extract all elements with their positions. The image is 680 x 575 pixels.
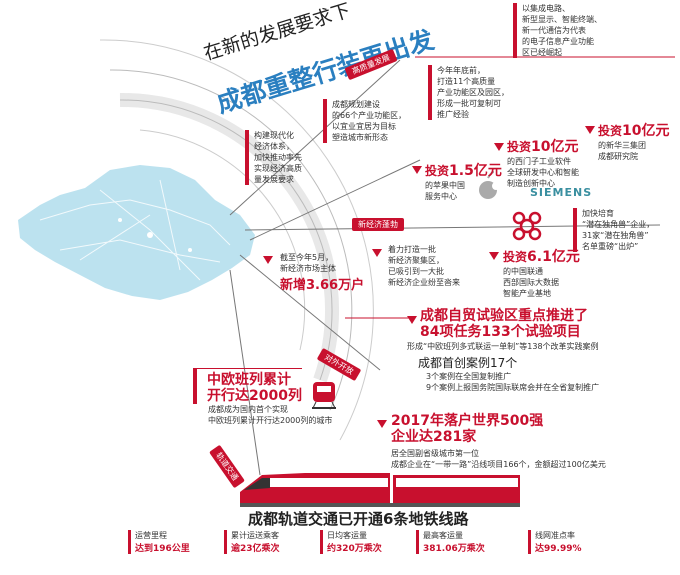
arc-rings [99,39,374,441]
ftz-note: 形成“中欧班列多式联运一单制”等138个改革实践案例 [407,342,599,351]
pointer-fortune500 [377,420,387,428]
pointer-market [263,256,273,264]
pointer-ftz [407,316,417,324]
stat-peak-ridership: 最高客运量 381.06万乘次 [416,530,485,554]
stat-daily-ridership: 日均客运量 约320万乘次 [320,530,382,554]
functional-zones-text: 成都规划建设 的66个产业功能区， 以宜业宜居为目标 塑造城市新形态 [323,99,406,143]
siemens-investment: 投资10亿元 的西门子工业软件 全球研发中心和智能 制造创新中心 [507,139,579,188]
pointer-apple [412,166,422,174]
modern-industry-text: 构建现代化 经济体系， 加快推动率先 实现经济高质 量发展要求 [245,130,302,185]
clusters-text: 着力打造一批 新经济聚集区， 已吸引到一大批 新经济企业纷至沓来 [388,245,460,287]
unicom-investment: 投资6.1亿元 的中国联通 西部国际大数据 智能产业基地 [503,249,580,298]
apple-investment: 投资1.5亿元 的苹果中国 服务中心 [425,163,502,201]
stat-operating-mileage: 运营里程 达到196公里 [128,530,190,554]
transit-headline: 成都轨道交通已开通6条地铁线路 [248,510,469,528]
pointer-unicom [489,252,499,260]
transit-stats: 运营里程 达到196公里 累计运送乘客 逾23亿乘次 日均客运量 约320万乘次… [128,530,678,570]
stat-on-time-rate: 线网准点率 达99.99% [528,530,582,554]
apple-logo [479,171,500,199]
china-unicom-logo [512,211,542,241]
map-shape [18,165,255,300]
siemens-logo: SIEMENS [530,186,593,199]
pointer-clusters [372,249,382,257]
stat-cumulative-passengers: 累计运送乘客 逾23亿乘次 [224,530,280,554]
ftz-block: 成都自贸试验区重点推进了 84项任务133个试验项目 [420,308,588,340]
rail-icon [312,382,336,409]
china-europe-block: 中欧班列累计 开行达2000列 [193,368,302,404]
pointer-siemens [494,143,504,151]
train-graphic [240,473,520,507]
year-end-text: 今年年底前， 打造11个高质量 产业功能区及园区， 形成一批可复制可 推广经验 [428,65,509,120]
h3c-investment: 投资10亿元 的新华三集团 成都研究院 [598,123,670,161]
first-cases-block: 成都首创案例17个 3个案例在全国复制推广 9个案例上报国务院国际联席会并在全省… [418,356,600,392]
market-entities: 截至今年5月， 新经济市场主体 新增3.66万户 [280,253,365,293]
tag-new-economy: 新经济蓬勃 [352,218,404,231]
rays [229,59,661,476]
unicorn-text: 加快培育 “潜在独角兽”企业， 31家“潜在独角兽” 名单重磅“出炉” [573,208,654,252]
china-europe-text: 成都成为国内首个实现 中欧班列累计开行达2000列的城市 [208,405,333,425]
fortune500-block: 2017年落户世界500强 企业达281家 居全国副省级城市第一位 成都企业在“… [391,413,606,469]
integrated-circuit-text: 以集成电路、 新型显示、智能终端、 新一代通信为代表 的电子信息产业功能 区已经… [513,3,602,58]
pointer-samsung [585,126,595,134]
